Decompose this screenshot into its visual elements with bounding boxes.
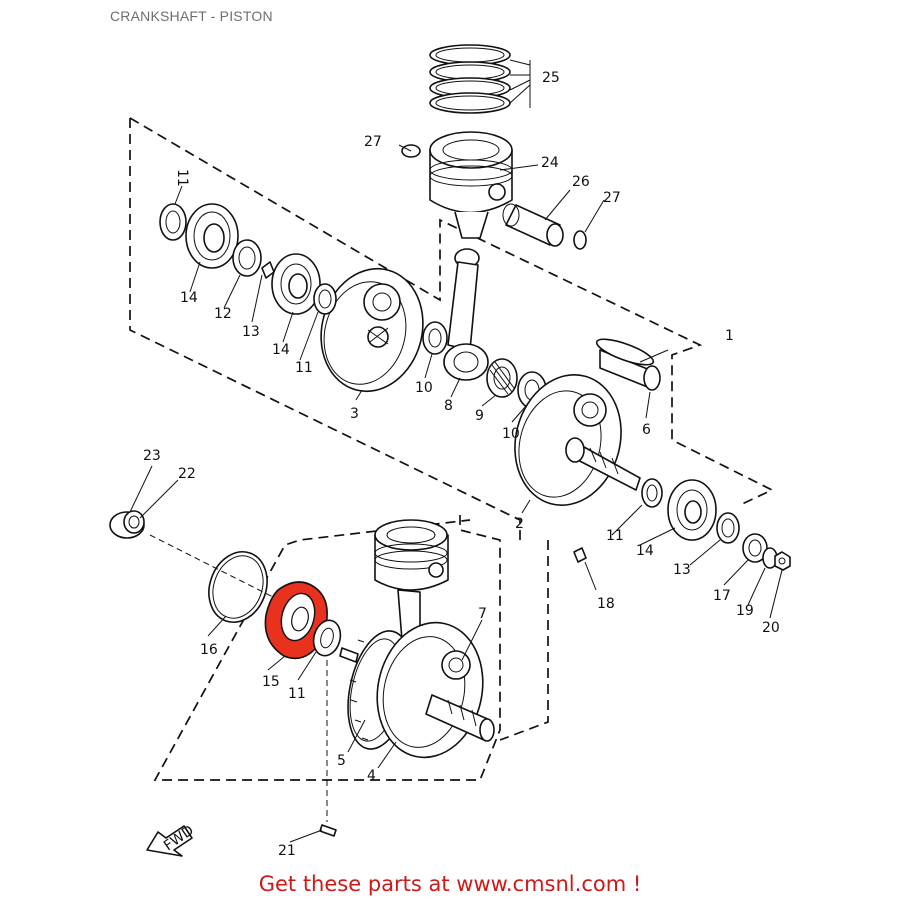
nut-20[interactable] — [774, 551, 791, 571]
circlip-16[interactable] — [199, 544, 276, 631]
callout-2: 2 — [515, 516, 524, 532]
leader-lines — [129, 144, 783, 843]
callout-9: 9 — [475, 408, 484, 424]
crank-pin[interactable] — [594, 334, 661, 391]
washer-10-left[interactable] — [422, 321, 448, 355]
callout-6: 6 — [642, 422, 651, 438]
callout-21: 21 — [278, 843, 296, 859]
callout-10-left: 10 — [415, 380, 433, 396]
piston-rings[interactable] — [429, 44, 511, 114]
fwd-arrow-icon: FWD — [146, 822, 197, 857]
callout-15: 15 — [262, 674, 280, 690]
callout-11-right: 11 — [606, 528, 624, 544]
key-18[interactable] — [573, 547, 587, 563]
cmsnl-link[interactable]: Get these parts at www.cmsnl.com ! — [258, 872, 642, 896]
callout-26: 26 — [572, 174, 590, 190]
page-title: CRANKSHAFT - PISTON — [110, 8, 273, 24]
piston-pin[interactable] — [502, 203, 564, 247]
callout-13-left: 13 — [242, 324, 260, 340]
callout-20: 20 — [762, 620, 780, 636]
shaft-stub-lower[interactable] — [339, 647, 359, 663]
fwd-label: FWD — [161, 822, 197, 854]
washer-11-top[interactable] — [159, 203, 187, 241]
washer-11-mid[interactable] — [313, 283, 337, 315]
callout-24: 24 — [541, 155, 559, 171]
callout-18: 18 — [597, 596, 615, 612]
callout-14-mid: 14 — [272, 342, 290, 358]
callout-14-top: 14 — [180, 290, 198, 306]
callout-labels: 1 2 3 4 5 6 7 8 9 10 10 11 11 11 11 12 1… — [143, 70, 780, 859]
needle-bearing[interactable] — [486, 358, 518, 398]
callout-16: 16 — [200, 642, 218, 658]
callout-17: 17 — [713, 588, 731, 604]
callout-14-right: 14 — [636, 543, 654, 559]
gear-13-right[interactable] — [716, 512, 740, 544]
pin-21[interactable] — [319, 824, 337, 837]
connecting-rod[interactable] — [443, 248, 489, 381]
callout-7: 7 — [478, 606, 487, 622]
bearing-14-right[interactable] — [667, 479, 717, 541]
washer-11-lower[interactable] — [310, 617, 344, 659]
callout-4: 4 — [367, 768, 376, 784]
callout-8: 8 — [444, 398, 453, 414]
callout-11-top: 11 — [174, 169, 190, 187]
callout-27-right: 27 — [603, 190, 621, 206]
callout-19: 19 — [736, 603, 754, 619]
callout-1: 1 — [725, 328, 734, 344]
callout-5: 5 — [337, 753, 346, 769]
callout-27-left: 27 — [364, 134, 382, 150]
piston-upper[interactable] — [429, 131, 513, 239]
piston-assembled[interactable] — [374, 519, 449, 643]
circlip-right[interactable] — [573, 230, 587, 250]
gear-12[interactable] — [232, 239, 262, 277]
bearing-14-top[interactable] — [185, 203, 239, 269]
assembly-outline-lower — [153, 515, 501, 781]
crank-assembled[interactable] — [365, 613, 495, 768]
callout-3: 3 — [350, 406, 359, 422]
callout-23: 23 — [143, 448, 161, 464]
crank-wheel-right[interactable] — [501, 363, 641, 517]
assembly-outline-upper — [129, 117, 774, 540]
bearing-14-mid[interactable] — [271, 253, 321, 315]
callout-11-mid: 11 — [295, 360, 313, 376]
bearing-holder[interactable] — [109, 510, 145, 539]
callout-25: 25 — [542, 70, 560, 86]
crank-wheel-left[interactable] — [308, 257, 437, 403]
washer-11-right[interactable] — [641, 478, 663, 508]
callout-10-right: 10 — [502, 426, 520, 442]
bearing-15-highlighted[interactable] — [264, 581, 328, 660]
assembly-outline-link — [499, 540, 549, 741]
callout-13-right: 13 — [673, 562, 691, 578]
callout-22: 22 — [178, 466, 196, 482]
callout-11-lower: 11 — [288, 686, 306, 702]
callout-12: 12 — [214, 306, 232, 322]
